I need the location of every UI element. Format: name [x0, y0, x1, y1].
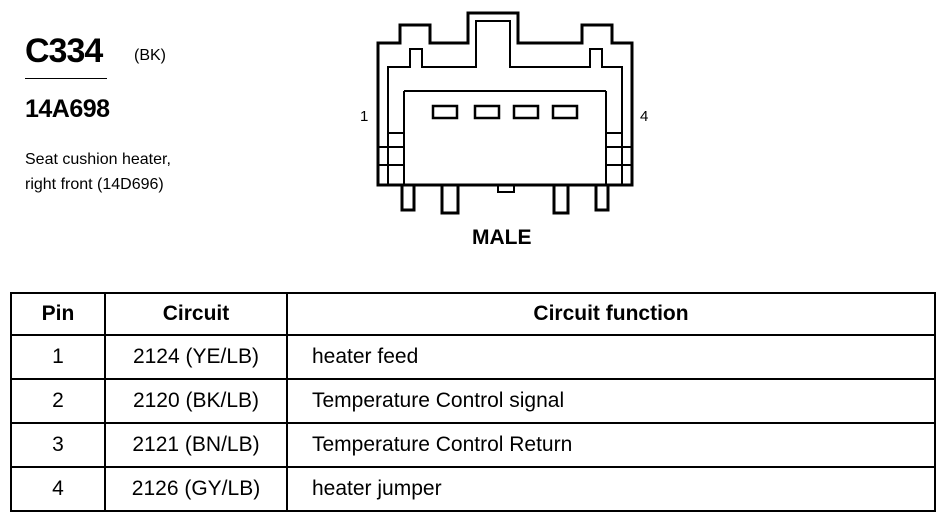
component-description-line2: right front (14D696) — [25, 176, 164, 193]
table-header-row: Pin Circuit Circuit function — [10, 292, 936, 336]
part-number: 14A698 — [25, 95, 110, 123]
mounting-leg-left — [400, 185, 416, 212]
table-row: 3 2121 (BN/LB) Temperature Control Retur… — [10, 422, 936, 468]
pin-cavity-1 — [431, 104, 459, 120]
table-row: 4 2126 (GY/LB) heater jumper — [10, 466, 936, 512]
connector-face-diagram — [376, 11, 634, 215]
circuit-function: heater jumper — [286, 466, 936, 512]
pin-table: Pin Circuit Circuit function 1 2124 (YE/… — [10, 292, 936, 512]
pin-4-position-label: 4 — [640, 108, 649, 125]
center-key — [497, 185, 515, 193]
pin-cavity-3 — [512, 104, 540, 120]
component-description-line1: Seat cushion heater, — [25, 151, 171, 168]
connector-color-code: (BK) — [134, 47, 166, 64]
connector-inner-housing — [387, 20, 623, 185]
mounting-leg-right — [594, 185, 610, 212]
pin-cavity-2 — [473, 104, 501, 120]
pin-cavity-4 — [551, 104, 579, 120]
header-pin: Pin — [10, 292, 106, 336]
connector-id: C334 — [25, 32, 103, 70]
circuit-code: 2126 (GY/LB) — [104, 466, 288, 512]
header-circuit-function: Circuit function — [286, 292, 936, 336]
table-row: 2 2120 (BK/LB) Temperature Control signa… — [10, 378, 936, 424]
circuit-function: Temperature Control signal — [286, 378, 936, 424]
connector-id-underline — [25, 78, 107, 79]
pin-number: 3 — [10, 422, 106, 468]
circuit-code: 2124 (YE/LB) — [104, 334, 288, 380]
pin-number: 2 — [10, 378, 106, 424]
pin-number: 1 — [10, 334, 106, 380]
mounting-leg-center-left — [440, 185, 460, 215]
circuit-function: heater feed — [286, 334, 936, 380]
circuit-function: Temperature Control Return — [286, 422, 936, 468]
pin-number: 4 — [10, 466, 106, 512]
mounting-leg-center-right — [552, 185, 570, 215]
table-row: 1 2124 (YE/LB) heater feed — [10, 334, 936, 380]
circuit-code: 2121 (BN/LB) — [104, 422, 288, 468]
circuit-code: 2120 (BK/LB) — [104, 378, 288, 424]
connector-outer-housing — [376, 11, 634, 187]
connector-gender-label: MALE — [472, 226, 532, 249]
pin-1-position-label: 1 — [360, 108, 369, 125]
header-circuit: Circuit — [104, 292, 288, 336]
